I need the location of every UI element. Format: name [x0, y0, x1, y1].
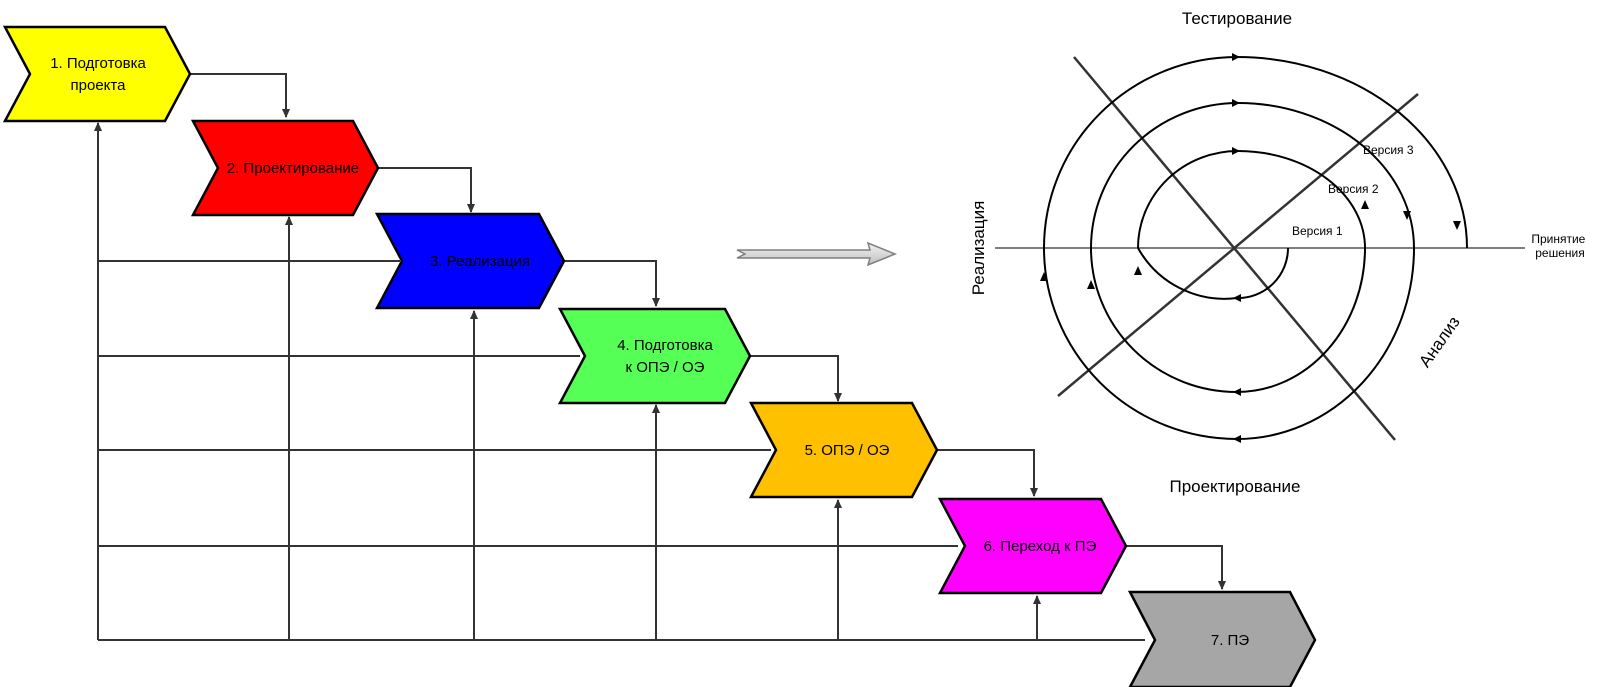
- stage-3-shape: [374, 212, 566, 310]
- connector-stage-4-to-5: [750, 355, 842, 402]
- forward-connectors: [190, 73, 1226, 590]
- spiral-turn-8: [1236, 247, 1415, 440]
- spiral-turn-2: [1137, 150, 1239, 249]
- spiral-arrow-icon: [1040, 272, 1048, 281]
- connector-stage-6-to-7: [1126, 545, 1226, 590]
- stage-2-label: 2. Проектирование: [227, 160, 359, 177]
- stage-5-shape: [748, 401, 939, 499]
- spiral-right-label: Анализ: [1415, 313, 1464, 371]
- stage-4-shape: [557, 307, 752, 405]
- spiral-turn-inner: [1236, 247, 1289, 300]
- spiral-arrow-icon: [1233, 388, 1241, 396]
- spiral-arrow-icon: [1361, 200, 1369, 209]
- spiral-turn-1: [1137, 247, 1238, 300]
- spiral-arrow-icon: [1087, 280, 1095, 289]
- stage-6-label: 6. Переход к ПЭ: [984, 538, 1097, 555]
- connector-stage-1-to-2: [190, 73, 290, 118]
- stage-4-chevron: 4. Подготовка к ОПЭ / ОЭ: [557, 307, 752, 405]
- spiral-bottom-label: Проектирование: [1169, 477, 1300, 496]
- spiral-model: Тестирование Проектирование Реализация А…: [969, 9, 1588, 496]
- stage-1-label-line-1: 1. Подготовка: [50, 55, 146, 72]
- stage-7-label-line-1: 7. ПЭ: [1211, 632, 1249, 649]
- spiral-arrow-icon: [1232, 99, 1240, 107]
- stage-5-label-line-1: 5. ОПЭ / ОЭ: [805, 442, 890, 459]
- stage-6-label-line-1: 6. Переход к ПЭ: [984, 538, 1097, 555]
- spiral-turn-7: [1237, 102, 1415, 249]
- stage-3-label: 3. Реализация: [430, 253, 530, 270]
- stage-4-label-line-2: к ОПЭ / ОЭ: [626, 359, 705, 376]
- stage-2-shape: [190, 119, 380, 217]
- decision-label-line-2: решения: [1535, 246, 1584, 260]
- spiral-turn-11: [1236, 56, 1468, 249]
- stage-7-label: 7. ПЭ: [1211, 632, 1249, 649]
- spiral-left-label: Реализация: [969, 201, 988, 296]
- spiral-top-label: Тестирование: [1182, 9, 1292, 28]
- stage-7-chevron: 7. ПЭ: [1127, 590, 1317, 687]
- spiral-diagonal-b: [1057, 93, 1419, 397]
- stage-chevrons: 1. Подготовка проекта 2. Проектирование 3…: [2, 25, 1317, 687]
- stage-1-label: 1. Подготовка проекта: [50, 55, 146, 94]
- spiral-turn-6: [1090, 102, 1239, 249]
- spiral-turn-10: [1043, 56, 1238, 249]
- spiral-arrow-icon: [1232, 53, 1240, 61]
- spiral-arrow-icon: [1232, 147, 1240, 155]
- stage-6-shape: [937, 497, 1128, 595]
- stage-3-chevron: 3. Реализация: [374, 212, 566, 310]
- stage-7-shape: [1127, 590, 1317, 687]
- version-3-label: Версия 3: [1363, 143, 1414, 157]
- version-2-label: Версия 2: [1328, 182, 1379, 196]
- connector-stage-2-to-3: [378, 167, 475, 213]
- stage-5-chevron: 5. ОПЭ / ОЭ: [748, 401, 939, 499]
- stage-4-label: 4. Подготовка к ОПЭ / ОЭ: [617, 337, 713, 376]
- spiral-arrow-icon: [1453, 221, 1461, 230]
- spiral-arrow-icon: [1233, 294, 1241, 302]
- spiral-turn-3: [1237, 150, 1366, 249]
- spiral-turn-4: [1236, 247, 1366, 393]
- stage-1-shape: [2, 25, 192, 123]
- spiral-arrow-icon: [1233, 435, 1241, 443]
- decision-label: Принятие решения: [1531, 232, 1588, 260]
- spiral-turn-5: [1090, 247, 1238, 393]
- spiral-direction-arrows: [1040, 53, 1461, 443]
- stage-5-label: 5. ОПЭ / ОЭ: [805, 442, 890, 459]
- stage-4-label-line-1: 4. Подготовка: [617, 337, 713, 354]
- connector-stage-3-to-4: [564, 260, 660, 307]
- decision-label-line-1: Принятие: [1531, 232, 1585, 246]
- stage-2-chevron: 2. Проектирование: [190, 119, 380, 217]
- connector-stage-5-to-6: [937, 449, 1038, 497]
- stage-1-chevron: 1. Подготовка проекта: [2, 25, 192, 123]
- version-1-label: Версия 1: [1292, 224, 1343, 238]
- spiral-arrow-icon: [1403, 211, 1411, 220]
- spiral-turn-9: [1043, 247, 1238, 440]
- transition-arrow-icon: [736, 241, 897, 267]
- stage-6-chevron: 6. Переход к ПЭ: [937, 497, 1128, 595]
- spiral-turns: [1043, 56, 1468, 440]
- spiral-arrow-icon: [1134, 266, 1142, 275]
- stage-1-label-line-2: проекта: [71, 77, 127, 94]
- stage-2-label-line-1: 2. Проектирование: [227, 160, 359, 177]
- feedback-lines: [94, 122, 1145, 641]
- stage-3-label-line-1: 3. Реализация: [430, 253, 530, 270]
